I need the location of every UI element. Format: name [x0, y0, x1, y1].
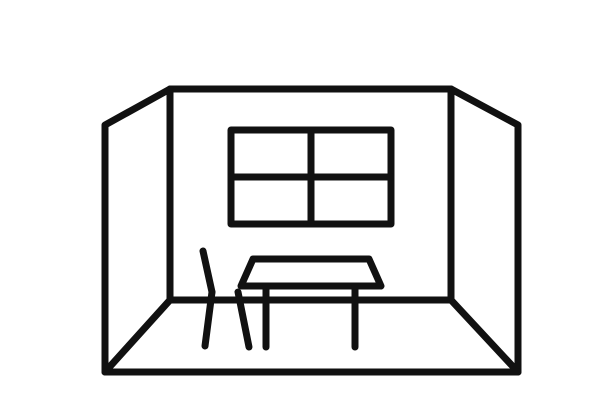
table — [237, 255, 385, 351]
chair-back-leg — [199, 247, 216, 296]
left-wall — [101, 85, 174, 376]
right-wall — [447, 85, 522, 376]
chair — [199, 247, 253, 351]
chair-front-leg-right — [234, 288, 253, 351]
room — [101, 85, 522, 376]
table-top — [237, 255, 385, 290]
window — [227, 126, 395, 228]
chair-front-leg-left — [201, 288, 216, 350]
